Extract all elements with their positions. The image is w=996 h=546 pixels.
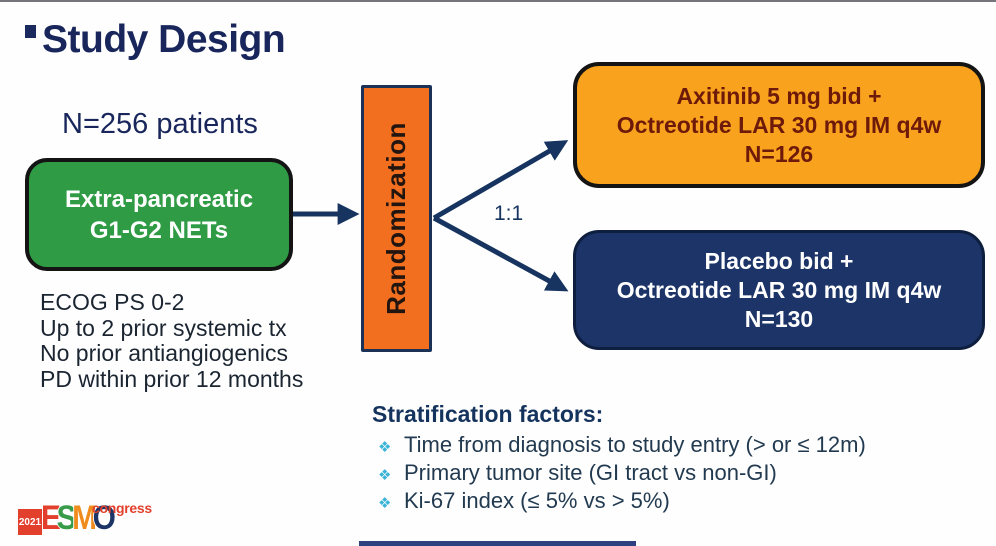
logo-congress-label: congress [92,500,152,516]
arm1-line1: Axitinib 5 mg bid + [676,82,882,109]
esmo-wordmark: ESMO [41,499,116,538]
title-bullet-square [25,25,36,38]
randomization-ratio-label: 1:1 [494,202,524,225]
logo-letter-s: S [56,499,77,537]
stratification-item: ❖ Time from diagnosis to study entry (> … [372,432,866,460]
stratification-section: Stratification factors: ❖ Time from diag… [372,401,866,516]
top-border-line [0,0,996,2]
eligibility-criteria: ECOG PS 0-2 Up to 2 prior systemic tx No… [40,289,304,392]
randomization-box: Randomization [361,85,432,352]
eligibility-line: Up to 2 prior systemic tx [40,314,287,341]
logo-letter-m: M [72,499,97,537]
stratification-item: ❖ Primary tumor site (GI tract vs non-GI… [372,460,866,488]
stratification-heading: Stratification factors: [372,401,604,427]
arm1-n: N=126 [744,140,814,167]
bottom-progress-bar [359,541,636,546]
arm2-line2: Octreotide LAR 30 mg IM q4w [616,276,942,303]
logo-letter-e: E [41,499,61,537]
arm2-line1: Placebo bid + [704,247,854,274]
page-title: Study Design [42,18,286,61]
stratification-item-text: Ki-67 index (≤ 5% vs > 5%) [404,488,670,513]
population-box: Extra-pancreatic G1-G2 NETs [25,158,293,271]
stratification-item-text: Time from diagnosis to study entry (> or… [404,432,866,457]
logo-letter-o: O [92,499,116,537]
arrow-randomization-to-arm2 [432,215,569,292]
diamond-bullet-icon: ❖ [378,495,392,512]
eligibility-line: ECOG PS 0-2 [40,289,185,315]
logo-year-badge: 2021 [18,509,42,535]
eligibility-line: No prior antiangiogenics [40,340,289,366]
arm1-line2: Octreotide LAR 30 mg IM q4w [616,111,942,138]
eligibility-line: PD within prior 12 months [40,365,304,392]
diamond-bullet-icon: ❖ [378,439,392,456]
arm2-n: N=130 [744,305,814,332]
population-line1: Extra-pancreatic [64,185,254,213]
esmo-congress-logo: 2021 ESMO congress [18,496,188,544]
arm1-axitinib-box: Axitinib 5 mg bid + Octreotide LAR 30 mg… [573,62,985,188]
population-line2: G1-G2 NETs [89,216,229,244]
diamond-bullet-icon: ❖ [378,467,392,484]
stratification-item: ❖ Ki-67 index (≤ 5% vs > 5%) [372,488,866,516]
arm2-placebo-box: Placebo bid + Octreotide LAR 30 mg IM q4… [573,230,985,350]
n-patients-label: N=256 patients [62,108,258,140]
randomization-label: Randomization [381,122,411,315]
stratification-item-text: Primary tumor site (GI tract vs non-GI) [404,460,777,485]
